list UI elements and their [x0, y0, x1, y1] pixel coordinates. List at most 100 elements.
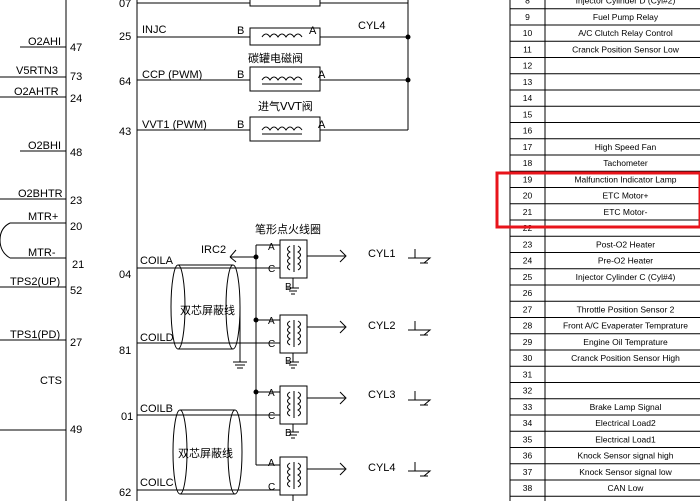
table-row: 39 CAN High — [523, 499, 645, 501]
signal-label: COILC — [140, 477, 174, 489]
pin-number-cell: 39 — [523, 499, 533, 501]
table-row: 10 A/C Clutch Relay Control — [510, 28, 700, 42]
pin-function-cell: Fuel Pump Relay — [593, 12, 659, 22]
table-row: 18 Tachometer — [510, 158, 700, 172]
spark-plug-icon — [408, 249, 432, 264]
pin-function-cell: Cranck Position Sensor High — [571, 353, 680, 363]
pin-function-cell: Tachometer — [603, 158, 648, 168]
terminal-label: A — [309, 25, 317, 37]
pin-number-cell: 25 — [523, 272, 533, 282]
component-label: 进气VVT阀 — [258, 99, 313, 113]
table-row: 21 ETC Motor- — [510, 207, 700, 221]
terminal-label: B — [237, 25, 244, 37]
pin-number: 27 — [70, 337, 82, 349]
shielded-cable: 双芯屏蔽线 — [172, 409, 243, 495]
spark-plug-icon — [408, 391, 432, 406]
left-pin-list: O2AHI 47 V5RTN3 73 O2AHTR 24 O2BHI 48 O2… — [0, 36, 84, 436]
pin-number-cell: 31 — [523, 369, 533, 379]
svg-text:A: A — [268, 316, 275, 327]
pin-number: 25 — [119, 31, 131, 43]
svg-text:A: A — [268, 242, 275, 253]
solenoid-box — [249, 66, 321, 92]
pin-number: 07 — [119, 0, 131, 10]
pin-number: 73 — [70, 71, 82, 83]
table-row: 14 — [510, 93, 700, 107]
ignition-coil-3: A C B CYL3 — [256, 385, 432, 439]
pin-number: 62 — [119, 487, 131, 499]
pin-label: V5RTN3 — [16, 65, 58, 77]
pin-function-cell: Brake Lamp Signal — [590, 402, 662, 412]
spark-plug-icon — [408, 462, 432, 477]
pin-label: TPS1(PD) — [10, 329, 60, 341]
pin-number-cell: 26 — [523, 288, 533, 298]
pin-number-cell: 21 — [523, 207, 533, 217]
pin-function-cell: Knock Sensor signal low — [579, 467, 672, 477]
ignition-coil-4: A C CYL4 — [256, 456, 432, 501]
signal-label: CCP (PWM) — [142, 69, 202, 81]
spark-plug-icon — [408, 321, 432, 336]
pin-number: 23 — [70, 195, 82, 207]
pin-function-cell: A/C Clutch Relay Control — [578, 28, 673, 38]
table-row: 15 — [510, 109, 700, 123]
pin-function-cell: Malfunction Indicator Lamp — [574, 174, 676, 184]
pin-number-cell: 36 — [523, 451, 533, 461]
pin-number: 43 — [119, 126, 131, 138]
svg-text:C: C — [268, 264, 275, 275]
table-row: 37 Knock Sensor signal low — [510, 467, 700, 481]
signal-label: COILD — [140, 332, 174, 344]
ignition-coil-2: A C B CYL2 — [256, 314, 432, 369]
pin-number: 48 — [70, 147, 82, 159]
pin-number-cell: 10 — [523, 28, 533, 38]
table-row: 22 — [510, 223, 700, 237]
pin-function-cell: CAN High — [607, 499, 645, 501]
svg-text:A: A — [268, 388, 275, 399]
svg-text:B: B — [285, 428, 292, 439]
pin-number-cell: 8 — [525, 0, 530, 6]
pin-number-cell: 34 — [523, 418, 533, 428]
pin-label: CTS — [40, 375, 62, 387]
signal-label: INJC — [142, 24, 167, 36]
pin-number-cell: 15 — [523, 109, 533, 119]
pin-number: 64 — [119, 76, 131, 88]
pin-function-cell: ETC Motor- — [604, 207, 648, 217]
pin-number: 47 — [70, 42, 82, 54]
table-row: 36 Knock Sensor signal high — [510, 451, 700, 465]
ground-icon — [233, 361, 247, 369]
injector-c-circuit: INJC B A CYL4 — [137, 0, 408, 46]
svg-text:C: C — [268, 339, 275, 350]
ground-icon — [287, 287, 299, 295]
pin-function-cell: Post-O2 Heater — [596, 239, 655, 249]
cylinder-label: CYL4 — [358, 20, 386, 32]
table-row: 27 Throttle Position Sensor 2 — [510, 304, 700, 318]
table-row: 12 — [510, 61, 700, 75]
canister-solenoid-circuit: 碳罐电磁阀 CCP (PWM) B A — [137, 51, 408, 92]
pin-number-cell: 35 — [523, 434, 533, 444]
signal-label: COILA — [140, 255, 174, 267]
svg-text:A: A — [268, 458, 275, 469]
pin-number-cell: 18 — [523, 158, 533, 168]
pin-number-cell: 38 — [523, 483, 533, 493]
vvt-solenoid-circuit: 进气VVT阀 VVT1 (PWM) B A — [137, 99, 408, 142]
pin-number-cell: 27 — [523, 304, 533, 314]
pin-function-cell: Throttle Position Sensor 2 — [577, 304, 675, 314]
pin-number: 04 — [119, 269, 131, 281]
table-row: 26 — [510, 288, 700, 302]
pin-number-cell: 37 — [523, 467, 533, 477]
pin-function-cell: ETC Motor+ — [602, 191, 648, 201]
pin-function-cell: Knock Sensor signal high — [578, 451, 674, 461]
pin-number-cell: 32 — [523, 386, 533, 396]
pin-function-cell: High Speed Fan — [595, 142, 657, 152]
cylinder-label: CYL1 — [368, 248, 396, 260]
